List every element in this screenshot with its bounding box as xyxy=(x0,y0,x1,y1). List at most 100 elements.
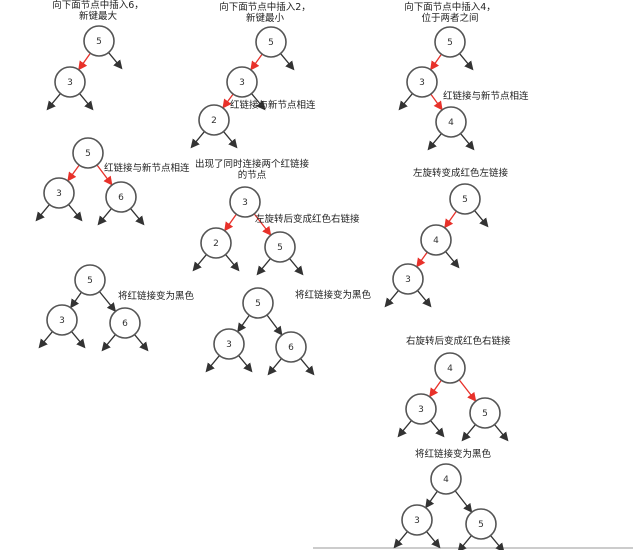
node-key: 5 xyxy=(482,409,488,419)
red-link-edge xyxy=(224,213,237,232)
annotation-flip-to-black: 将红链接变为黑色 xyxy=(295,290,372,301)
null-link-edge xyxy=(398,93,413,111)
node-key: 3 xyxy=(67,78,73,88)
null-link-edge xyxy=(426,531,441,549)
node-key: 4 xyxy=(443,475,449,485)
caption-line: 向下面节点中插入4， xyxy=(404,2,496,13)
red-link-edge xyxy=(222,93,234,109)
node-circle xyxy=(255,26,287,58)
null-link-edge xyxy=(474,210,489,228)
caption-line: 向下面节点中插入2， xyxy=(219,2,311,13)
caption-insert-6: 向下面节点中插入6， 新键最大 xyxy=(38,0,158,22)
node-key: 5 xyxy=(462,195,468,205)
annotation-left-rotate-red-left: 左旋转变成红色左链接 xyxy=(413,168,509,179)
tree-node: 3 xyxy=(54,66,86,98)
node-circle xyxy=(264,231,296,263)
tree-node: 4 xyxy=(430,463,462,495)
tree-t2: 532 xyxy=(190,26,295,149)
null-link-edge xyxy=(417,290,432,308)
tree-node: 3 xyxy=(405,393,437,425)
node-key: 5 xyxy=(87,276,93,286)
null-link-edge xyxy=(223,131,238,149)
caption-line: 的节点 xyxy=(237,170,267,181)
null-link-edge xyxy=(108,52,123,70)
tree-t5: 3 2 5 xyxy=(192,186,304,276)
tree-t3: 5 3 4 xyxy=(398,26,475,151)
annotation-red-link-new-node: 红链接与新节点相连 xyxy=(230,100,316,111)
tree-node: 5 xyxy=(264,231,296,263)
node-circle xyxy=(275,331,307,363)
tree-node: 3 xyxy=(229,186,261,218)
null-link-edge xyxy=(225,254,240,272)
node-circle xyxy=(430,463,462,495)
annotation-red-link-new-node: 红链接与新节点相连 xyxy=(443,91,529,102)
black-link-edge xyxy=(266,314,283,336)
node-circle xyxy=(405,393,437,425)
null-link-edge xyxy=(459,53,474,71)
node-circle xyxy=(43,177,75,209)
node-circle xyxy=(401,504,433,536)
red-link-edge xyxy=(444,210,457,229)
node-key: 3 xyxy=(226,340,232,350)
null-link-edge xyxy=(280,53,295,71)
node-key: 2 xyxy=(213,239,219,249)
red-link-edge xyxy=(67,164,80,182)
tree-node: 6 xyxy=(275,331,307,363)
node-key: 3 xyxy=(419,78,425,88)
tree-t6: 543 xyxy=(384,183,489,308)
node-circle xyxy=(420,224,452,256)
tree-node: 3 xyxy=(226,66,258,98)
tree-node: 5 xyxy=(434,26,466,58)
null-link-edge xyxy=(494,424,509,442)
black-link-edge xyxy=(454,490,473,513)
null-link-edge xyxy=(46,93,61,111)
tree-node: 6 xyxy=(109,307,141,339)
node-circle xyxy=(109,307,141,339)
node-key: 3 xyxy=(59,316,65,326)
node-circle xyxy=(229,186,261,218)
caption-line: 出现了同时连接两个红链接 xyxy=(194,159,309,170)
null-link-edge xyxy=(38,331,53,349)
caption-two-red-links: 出现了同时连接两个红链接 的节点 xyxy=(187,159,317,181)
null-link-edge xyxy=(397,420,412,438)
null-link-edge xyxy=(134,334,149,352)
annotation-flip-to-black: 将红链接变为黑色 xyxy=(118,291,195,302)
tree-node: 5 xyxy=(242,287,274,319)
red-link-edge xyxy=(250,53,263,71)
node-key: 3 xyxy=(242,198,248,208)
node-circle xyxy=(46,304,78,336)
red-link-edge xyxy=(458,379,477,402)
tree-node: 3 xyxy=(46,304,78,336)
null-link-edge xyxy=(384,290,399,308)
tree-node: 4 xyxy=(435,106,467,138)
red-link-edge xyxy=(416,251,428,268)
null-link-edge xyxy=(251,93,266,111)
node-circle xyxy=(213,328,245,360)
tree-node: 5 xyxy=(449,183,481,215)
null-link-edge xyxy=(205,355,220,373)
caption-insert-4: 向下面节点中插入4， 位于两者之间 xyxy=(390,2,510,24)
node-key: 5 xyxy=(85,149,91,159)
node-circle xyxy=(449,183,481,215)
node-circle xyxy=(392,263,424,295)
tree-node: 3 xyxy=(406,66,438,98)
null-link-edge xyxy=(460,133,475,151)
tree-node: 5 xyxy=(74,264,106,296)
red-link-edge xyxy=(78,52,91,71)
black-link-edge xyxy=(98,291,117,313)
node-key: 5 xyxy=(478,520,484,530)
node-key: 4 xyxy=(433,236,439,246)
null-link-edge xyxy=(71,331,86,349)
node-circle xyxy=(72,137,104,169)
null-link-edge xyxy=(461,424,476,442)
node-circle xyxy=(74,264,106,296)
node-key: 3 xyxy=(56,189,62,199)
node-key: 5 xyxy=(447,38,453,48)
null-link-edge xyxy=(256,258,271,276)
tree-node: 5 xyxy=(255,26,287,58)
null-link-edge xyxy=(393,531,408,549)
